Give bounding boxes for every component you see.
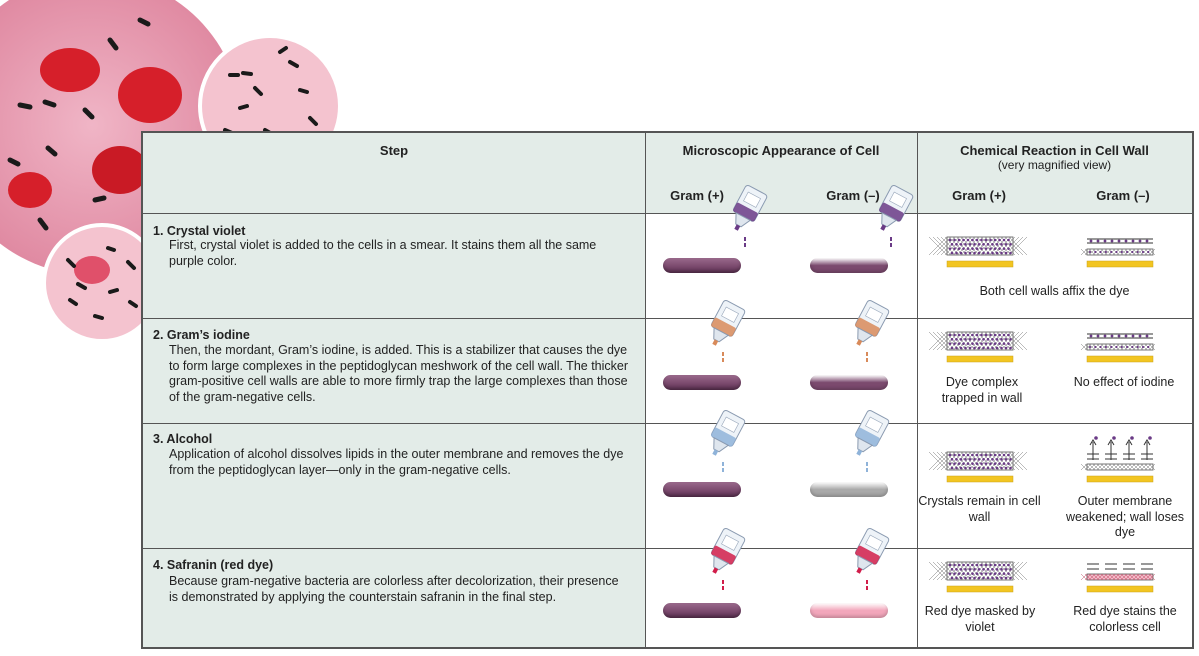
step-3-title: 3. Alcohol xyxy=(153,432,213,446)
step-2-title: 2. Gram’s iodine xyxy=(153,328,250,342)
dropper-bottle-icon xyxy=(711,527,746,590)
micro-header-bg xyxy=(645,133,917,213)
dropper-bottle-icon xyxy=(855,409,890,472)
cell-1-neg xyxy=(810,258,888,273)
header-gram-neg: Gram (–) xyxy=(826,188,880,203)
cell-3-pos xyxy=(663,482,741,497)
header-chem-gram-pos: Gram (+) xyxy=(952,188,1006,203)
cell-1-pos xyxy=(663,258,741,273)
divider xyxy=(143,213,1192,214)
step-4-caption-pos: Red dye masked by violet xyxy=(924,604,1036,634)
dropper-bottle-icon xyxy=(879,184,914,247)
step-column-bg xyxy=(143,133,645,647)
gram-pos-wall-icon xyxy=(928,236,1028,268)
gram-neg-wall-alcohol-icon xyxy=(1080,436,1156,483)
dropper-bottle-icon xyxy=(711,299,746,362)
divider xyxy=(143,423,1192,424)
step-2-caption-neg: No effect of iodine xyxy=(1073,375,1175,389)
cell-3-neg xyxy=(810,482,888,497)
divider xyxy=(143,318,1192,319)
step-4-text: Because gram-negative bacteria are color… xyxy=(169,574,619,604)
dropper-bottle-icon xyxy=(855,527,890,590)
chem-header-bg xyxy=(917,133,1192,213)
header-chem-gram-neg: Gram (–) xyxy=(1096,188,1150,203)
gram-neg-wall-icon xyxy=(1080,333,1156,363)
header-microscopic: Microscopic Appearance of Cell xyxy=(682,143,880,158)
cell-2-neg xyxy=(810,375,888,390)
step-2-text: Then, the mordant, Gram’s iodine, is add… xyxy=(169,343,629,404)
gram-pos-wall-icon xyxy=(928,451,1028,483)
dropper-bottle-icon xyxy=(733,184,768,247)
gram-pos-wall-icon xyxy=(928,331,1028,363)
small-micrograph xyxy=(42,223,162,343)
step-4-caption-neg: Red dye stains the colorless cell xyxy=(1073,604,1177,634)
step-4-title: 4. Safranin (red dye) xyxy=(153,558,274,572)
step-1-title: 1. Crystal violet xyxy=(153,224,246,238)
step-3-text: Application of alcohol dissolves lipids … xyxy=(169,447,624,477)
cell-4-neg xyxy=(810,603,888,618)
header-step: Step xyxy=(379,143,409,158)
gram-stain-table: Step Microscopic Appearance of Cell Chem… xyxy=(141,131,1194,649)
cell-4-pos xyxy=(663,603,741,618)
header-gram-pos: Gram (+) xyxy=(670,188,724,203)
divider xyxy=(645,133,646,647)
gram-pos-wall-icon xyxy=(928,561,1028,593)
step-2-caption-pos: Dye complex trapped in wall xyxy=(941,375,1023,405)
divider xyxy=(143,548,1192,549)
dropper-bottle-icon xyxy=(711,409,746,472)
step-1-caption: Both cell walls affix the dye xyxy=(979,284,1130,298)
step-3-caption-pos: Crystals remain in cell wall xyxy=(918,494,1041,524)
gram-neg-wall-safranin-icon xyxy=(1080,563,1156,593)
step-3-caption-neg: Outer membrane weakened; wall loses dye xyxy=(1065,494,1185,539)
cell-2-pos xyxy=(663,375,741,390)
gram-neg-wall-icon xyxy=(1080,238,1156,268)
header-chemical-sub: (very magnified view) xyxy=(997,158,1112,172)
dropper-bottle-icon xyxy=(855,299,890,362)
step-1-text: First, crystal violet is added to the ce… xyxy=(169,238,597,268)
header-chemical: Chemical Reaction in Cell Wall xyxy=(960,143,1149,158)
divider xyxy=(917,133,918,647)
